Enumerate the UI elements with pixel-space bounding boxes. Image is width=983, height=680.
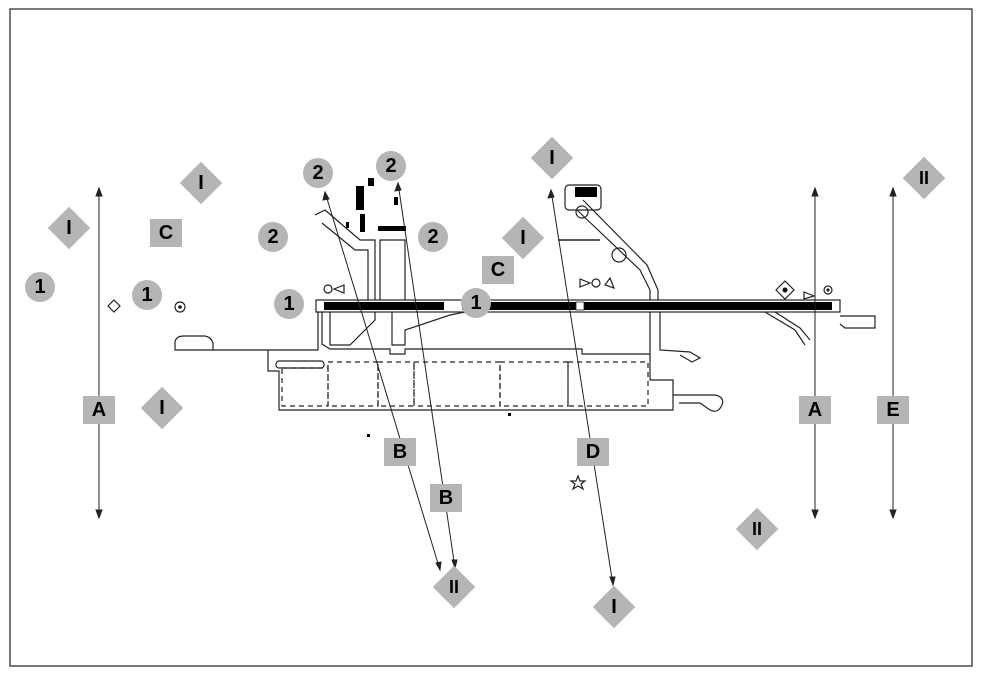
windsock-icon [107,299,121,313]
dimension-arrows [95,181,897,587]
label-square: A [799,396,831,424]
beacon-icon [174,301,186,313]
label-square-text: B [439,487,453,509]
runway-marker [575,301,585,311]
label-diamond-text: I [159,397,165,419]
label-diamond: II [735,507,779,551]
label-diamond-text: I [549,147,555,169]
heliport-icon [611,247,627,263]
label-square: C [482,256,514,284]
label-square-text: A [92,399,106,421]
label-diamond: I [47,206,91,250]
label-square-text: C [159,222,173,244]
taxiway-west [329,312,376,346]
label-diamond: I [592,585,636,629]
label-circle-text: 2 [427,226,438,248]
label-circle: 2 [303,158,333,188]
label-square: B [384,438,416,466]
label-square-text: C [491,259,505,281]
label-diamond-text: II [919,168,929,188]
label-diamond-text: I [66,217,72,239]
airport-layout [107,178,876,491]
label-circle: 2 [376,151,406,181]
label-diamond-text: I [520,227,526,249]
taxiway-north-connector [379,239,406,300]
label-square: B [430,484,462,512]
beacon-icon [323,284,333,294]
label-circle: 1 [274,289,304,319]
label-diamond: I [501,216,545,260]
heliport-icon [575,205,589,219]
label-diamond-text: II [449,577,459,597]
label-diamond: I [530,136,574,180]
apron-outline [174,311,674,411]
runway-segment-east [462,302,832,310]
diagram-frame [9,8,973,667]
label-diamond-text: I [611,596,617,618]
label-circle-text: 1 [283,293,294,315]
apron-stub [275,360,325,369]
terminal-buildings [346,178,406,232]
label-square-text: B [393,441,407,463]
taxiway-northwest [314,209,376,300]
label-circle-text: 1 [141,284,152,306]
label-diamond: II [432,565,476,609]
label-circle: 1 [132,280,162,310]
label-square-text: E [886,399,899,421]
runway-extension [839,315,876,329]
label-diamond: I [179,161,223,205]
label-diamond-text: I [198,172,204,194]
label-circle: 1 [25,272,55,302]
runway-segment-west [324,302,444,310]
label-circle-text: 1 [470,292,481,314]
taxiway-east [649,312,702,363]
label-circle-text: 2 [267,226,278,248]
label-circle-text: 1 [34,276,45,298]
label-square: A [83,396,115,424]
label-circle-text: 2 [312,162,323,184]
label-diamond: I [140,386,184,430]
label-square-text: D [586,441,600,463]
label-circle: 1 [461,288,491,318]
taxiway-mid [391,311,466,346]
taxiway-far-east [764,311,811,346]
star-icon [569,474,587,491]
label-diamond: II [902,156,946,200]
label-circle: 2 [258,222,288,252]
building-northeast [564,184,602,211]
label-circle: 2 [418,222,448,252]
label-square: D [577,438,609,466]
label-square: C [150,219,182,247]
label-circle-text: 2 [385,155,396,177]
label-diamond-text: II [752,519,762,539]
windsock-icon [775,280,795,300]
taxiway-east-spur [673,394,724,412]
label-square-text: A [808,399,822,421]
taxiway-northeast [576,199,659,300]
apron-stands [281,361,649,407]
label-square: E [877,396,909,424]
